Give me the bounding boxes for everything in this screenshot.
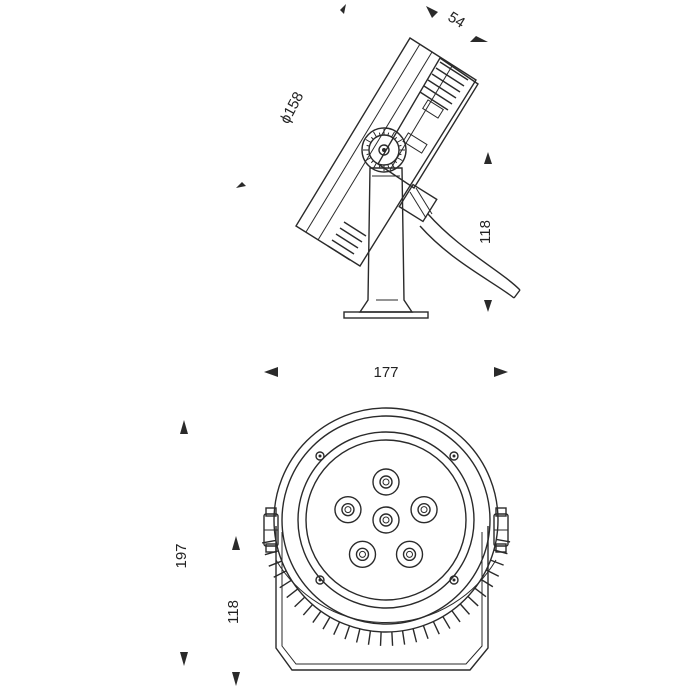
dimension-bracket-height-label: 118 bbox=[225, 600, 242, 624]
dial-tick bbox=[396, 139, 403, 143]
heat-sink-fin bbox=[264, 550, 279, 556]
dimension-diameter-label: ϕ158 bbox=[277, 89, 308, 127]
dial-tick bbox=[370, 136, 374, 140]
dimension-total-height: 197 bbox=[173, 420, 190, 666]
heat-sink-fin bbox=[302, 604, 314, 616]
dial-tick bbox=[366, 153, 370, 156]
side-view: ϕ158 54 118 bbox=[236, 4, 521, 319]
dial-tick bbox=[398, 144, 402, 147]
side-view-stand bbox=[343, 167, 429, 319]
led bbox=[372, 506, 400, 534]
dial-tick bbox=[394, 160, 398, 164]
dial-tick bbox=[387, 132, 390, 136]
heat-sink-fin bbox=[480, 578, 494, 588]
heat-sink-fin bbox=[261, 539, 277, 544]
heat-sink-fin bbox=[474, 587, 487, 598]
side-view-lamp-head bbox=[295, 37, 479, 267]
heat-sink-fin bbox=[496, 538, 511, 543]
front-view-heat-sink-fins bbox=[261, 538, 511, 646]
dimension-diameter: ϕ158 bbox=[236, 4, 346, 188]
front-view-led-array bbox=[334, 468, 438, 569]
front-view-screws bbox=[315, 451, 459, 585]
dial-tick bbox=[398, 153, 402, 156]
dial-tick bbox=[365, 157, 372, 161]
dial-tick bbox=[370, 160, 374, 164]
heat-sink-fin bbox=[268, 560, 283, 567]
heat-sink-fin bbox=[459, 603, 471, 615]
heat-sink-fin bbox=[312, 610, 322, 623]
dimension-side-height-label: 118 bbox=[477, 220, 494, 244]
side-view-bottom-fins bbox=[327, 221, 367, 261]
front-view-bracket bbox=[263, 507, 509, 671]
dimension-depth: 54 bbox=[426, 6, 488, 42]
heat-sink-fin bbox=[333, 621, 341, 635]
heat-sink-fin bbox=[412, 628, 418, 643]
dimension-width: 177 bbox=[264, 364, 508, 381]
heat-sink-fin bbox=[442, 616, 451, 629]
heat-sink-fin bbox=[451, 610, 461, 623]
dimension-width-label: 177 bbox=[373, 364, 398, 381]
heat-sink-fin bbox=[367, 630, 372, 645]
heat-sink-fin bbox=[401, 630, 406, 645]
side-view-cable bbox=[398, 183, 521, 299]
dial-tick bbox=[391, 131, 395, 138]
led bbox=[395, 540, 424, 569]
front-view-housing bbox=[273, 407, 499, 633]
heat-sink-fin bbox=[279, 579, 292, 589]
side-view-top-fins bbox=[419, 61, 469, 111]
heat-sink-fin bbox=[391, 631, 394, 646]
dial-tick bbox=[387, 164, 390, 168]
dial-tick bbox=[396, 157, 403, 161]
heat-sink-fin bbox=[467, 595, 479, 607]
led bbox=[334, 495, 362, 524]
dial-tick bbox=[378, 164, 381, 168]
led bbox=[372, 468, 400, 496]
heat-sink-fin bbox=[493, 549, 508, 555]
led bbox=[410, 495, 438, 524]
dial-tick bbox=[394, 136, 398, 140]
heat-sink-fin bbox=[322, 616, 331, 630]
dial-tick bbox=[378, 132, 381, 136]
dimension-total-height-label: 197 bbox=[173, 543, 190, 568]
front-view: 177 197 118 bbox=[173, 364, 511, 686]
heat-sink-fin bbox=[344, 625, 351, 640]
heat-sink-fin bbox=[432, 621, 440, 635]
dimension-bracket-height: 118 bbox=[225, 536, 242, 686]
dial-tick bbox=[366, 144, 370, 147]
heat-sink-fin bbox=[490, 559, 504, 566]
heat-sink-fin bbox=[286, 588, 299, 599]
side-view-tilt-dial bbox=[361, 127, 407, 173]
led bbox=[348, 540, 377, 569]
heat-sink-fin bbox=[422, 625, 429, 640]
dial-tick bbox=[365, 139, 372, 143]
fin-outline bbox=[275, 559, 497, 623]
dial-tick bbox=[373, 131, 377, 138]
heat-sink-fin bbox=[294, 596, 306, 608]
dimension-depth-label: 54 bbox=[445, 9, 468, 32]
dimension-side-height: 118 bbox=[477, 152, 494, 312]
heat-sink-fin bbox=[355, 628, 361, 643]
heat-sink-fin bbox=[379, 631, 382, 646]
